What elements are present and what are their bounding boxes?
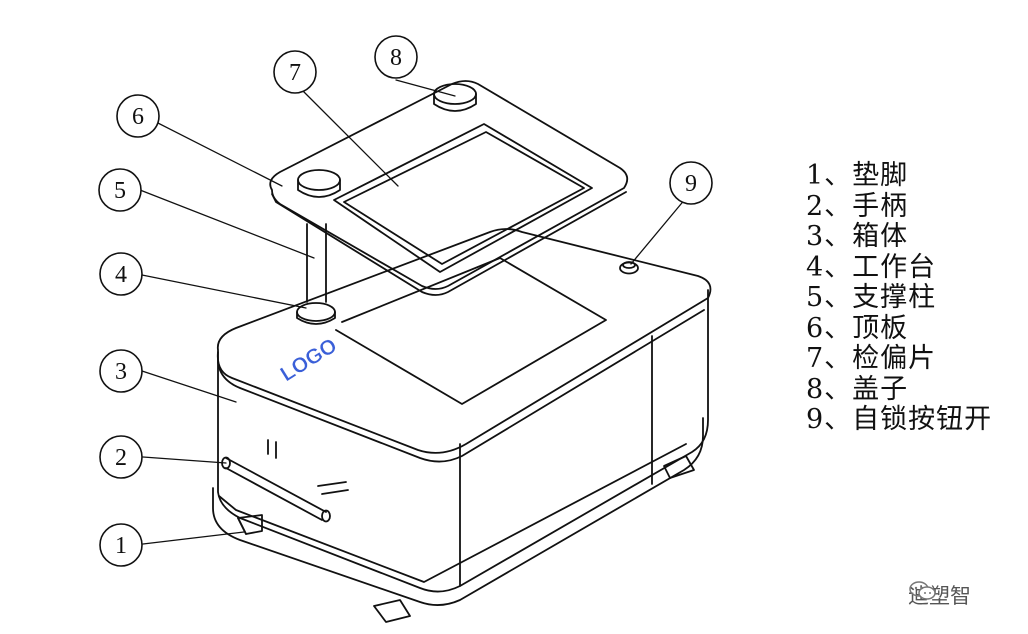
- callout-4: [99, 252, 143, 296]
- watermark: 迪塑智: [908, 580, 971, 610]
- callout-7: [273, 50, 317, 94]
- callout-circles: [98, 35, 713, 567]
- support-column: [296, 223, 336, 325]
- callout-8: [374, 35, 418, 79]
- callout-label-1: 1: [115, 533, 127, 559]
- callout-label-3: 3: [115, 359, 127, 385]
- base-plinth: [212, 417, 704, 606]
- legend-item-4: 4、工作台: [806, 251, 937, 283]
- handle: [221, 439, 349, 523]
- callout-2: [99, 435, 143, 479]
- legend-item-7: 7、检偏片: [806, 343, 937, 374]
- leader-lines: [139, 79, 687, 545]
- callout-3: [99, 349, 143, 393]
- parts-legend: 1、垫脚 2、手柄 3、箱体 4、工作台 5、支撑柱 6、顶板 7、检偏片 8、…: [806, 160, 993, 436]
- callout-label-7: 7: [289, 60, 301, 86]
- workbench-top: [216, 228, 712, 463]
- callout-label-8: 8: [390, 45, 402, 71]
- callout-label-2: 2: [115, 445, 127, 471]
- wechat-icon: [909, 581, 936, 600]
- callout-label-5: 5: [114, 178, 126, 204]
- callout-label-9: 9: [685, 171, 697, 197]
- legend-item-9: 9、自锁按钮开: [806, 404, 993, 435]
- legend-item-5: 5、支撑柱: [806, 282, 937, 313]
- lid-caps: [297, 83, 477, 198]
- legend-item-2: 2、手柄: [806, 190, 909, 222]
- callout-5: [98, 168, 142, 212]
- self-lock-button: [619, 261, 639, 275]
- callout-6: [116, 94, 160, 138]
- callout-label-6: 6: [132, 104, 144, 130]
- callout-9: [669, 161, 713, 205]
- box-body: [217, 289, 709, 593]
- callout-label-4: 4: [115, 262, 127, 288]
- legend-item-1: 1、垫脚: [806, 160, 909, 191]
- logo-text: LOGO: [276, 334, 341, 386]
- callout-1: [99, 523, 143, 567]
- legend-item-6: 6、顶板: [806, 312, 909, 344]
- top-plate: [269, 80, 629, 296]
- legend-item-8: 8、盖子: [806, 373, 909, 405]
- legend-item-3: 3、箱体: [806, 221, 909, 252]
